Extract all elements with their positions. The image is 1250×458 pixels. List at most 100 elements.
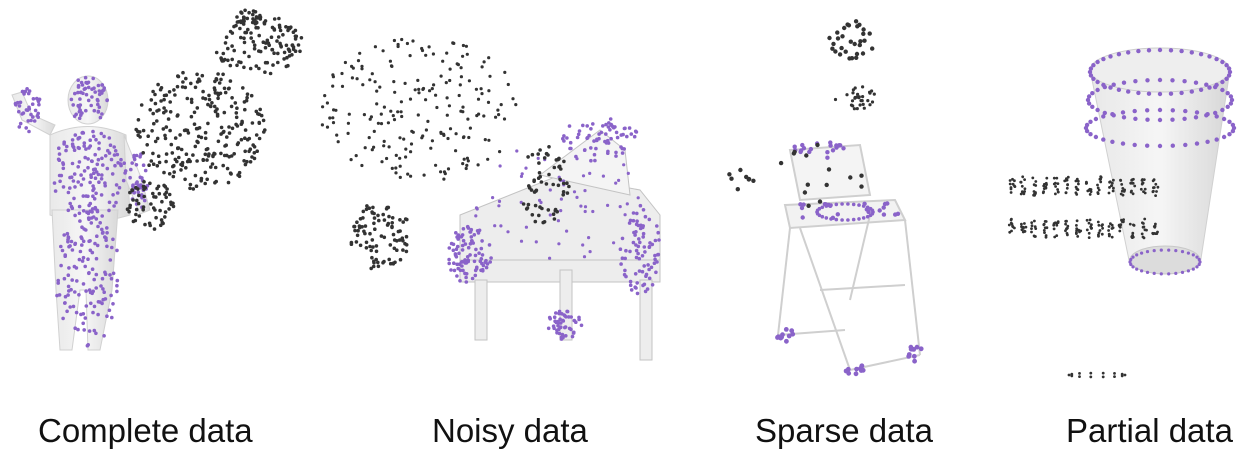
point [636, 251, 640, 256]
point [861, 85, 865, 89]
point [370, 255, 374, 260]
point [115, 278, 120, 283]
point [617, 178, 621, 182]
point [542, 156, 547, 160]
point [575, 195, 579, 199]
point [390, 221, 395, 225]
point [1122, 220, 1125, 224]
point [581, 243, 585, 247]
point [623, 256, 627, 261]
point [213, 165, 218, 170]
point [472, 233, 477, 237]
point [248, 147, 253, 151]
point [113, 163, 117, 168]
point [1077, 182, 1080, 186]
point [792, 144, 797, 149]
point [637, 237, 641, 241]
point [604, 132, 608, 136]
point [287, 26, 292, 31]
point [114, 183, 119, 187]
point [1152, 271, 1156, 275]
point [1111, 82, 1116, 87]
point [270, 47, 274, 52]
point [399, 110, 403, 114]
point [1075, 224, 1078, 227]
point [564, 334, 568, 338]
point [577, 317, 581, 322]
point [640, 254, 645, 258]
point [72, 148, 77, 152]
point [424, 53, 428, 57]
point [192, 110, 197, 115]
point [108, 143, 113, 147]
point [217, 81, 222, 85]
point [153, 139, 158, 144]
point [84, 228, 88, 232]
point [155, 109, 159, 113]
point [554, 320, 559, 325]
point [218, 91, 223, 96]
point [1101, 114, 1106, 119]
point [1053, 221, 1057, 225]
point [138, 155, 142, 159]
point [628, 283, 633, 288]
point [1198, 52, 1204, 57]
point [476, 97, 481, 101]
point [195, 139, 199, 144]
point [73, 91, 77, 96]
point [606, 151, 610, 155]
point [729, 176, 734, 181]
point [424, 128, 428, 132]
point [1108, 186, 1111, 189]
point [141, 128, 146, 133]
point [1030, 224, 1034, 228]
point [470, 276, 475, 281]
point [431, 52, 435, 56]
point [627, 221, 632, 225]
point [461, 227, 466, 231]
point [229, 172, 233, 176]
point [155, 186, 159, 191]
point [482, 114, 486, 118]
point [592, 139, 596, 143]
point [382, 218, 387, 222]
point [465, 254, 470, 259]
point [154, 195, 158, 199]
point [76, 85, 81, 89]
point [347, 112, 351, 116]
point [398, 218, 402, 222]
point [184, 166, 188, 170]
point [136, 190, 140, 194]
point [1111, 226, 1115, 230]
point [633, 233, 637, 237]
point [375, 89, 379, 93]
point [620, 236, 625, 241]
point [466, 117, 470, 121]
point [256, 26, 260, 30]
point [624, 248, 628, 253]
point [89, 301, 93, 306]
point [299, 36, 304, 40]
point [392, 118, 397, 122]
point [402, 137, 406, 141]
point [79, 173, 83, 177]
point [355, 77, 359, 81]
point [263, 60, 268, 65]
point [445, 51, 449, 55]
point [1085, 228, 1089, 232]
point [61, 166, 66, 171]
point [804, 153, 809, 158]
point [1195, 265, 1199, 269]
point [860, 99, 864, 103]
point [539, 200, 543, 205]
point [1064, 191, 1068, 195]
point [445, 113, 449, 117]
point [173, 93, 177, 97]
point [1182, 79, 1187, 84]
point [86, 165, 90, 170]
point [1107, 229, 1110, 232]
point [276, 35, 281, 39]
point [1145, 78, 1150, 83]
point [90, 267, 95, 272]
point [209, 165, 213, 169]
